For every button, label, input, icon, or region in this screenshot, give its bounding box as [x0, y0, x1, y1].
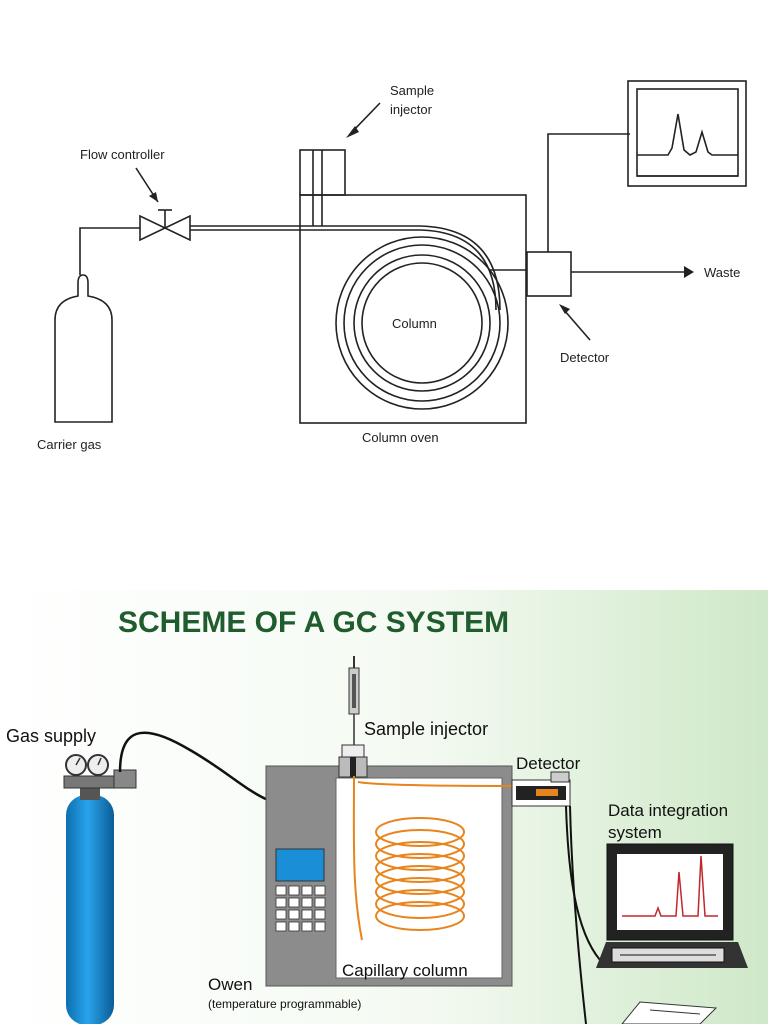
- oven-label: Owen: [208, 975, 252, 994]
- recorder-monitor: [627, 80, 747, 187]
- column-oven-box: [299, 194, 527, 424]
- data-integration-label-l2: system: [608, 823, 662, 842]
- carrier-gas-cylinder: [54, 274, 113, 423]
- gas-line: [79, 227, 140, 275]
- flow-controller-valve: [139, 214, 191, 242]
- signal-line: [547, 133, 630, 252]
- control-keypad: [275, 885, 326, 932]
- carrier-gas-label: Carrier gas: [37, 437, 102, 452]
- temperature-note: (temperature programmable): [208, 997, 361, 1011]
- control-display: [275, 848, 325, 882]
- data-integration-label-l1: Data integration: [608, 801, 728, 820]
- capillary-column-coil: [352, 775, 513, 941]
- chromatogram-trace: [637, 113, 738, 156]
- sample-injector-arrow: [351, 102, 381, 133]
- detector-label: Detector: [560, 350, 610, 365]
- sample-injector-label-l2: injector: [390, 102, 433, 117]
- gc-system-scheme: SCHEME OF A GC SYSTEM: [0, 590, 768, 1024]
- chromatogram-peaks: [622, 855, 718, 917]
- detector-block: [526, 251, 572, 297]
- gas-hose: [118, 731, 269, 802]
- printer-cable: [569, 805, 587, 1024]
- gas-supply-label: Gas supply: [6, 726, 96, 746]
- gc-oven: [265, 765, 513, 987]
- detector-label: Detector: [516, 754, 581, 773]
- column-oven-label: Column oven: [362, 430, 439, 445]
- capillary-column-label: Capillary column: [342, 961, 468, 980]
- sample-injector-label: Sample injector: [364, 719, 488, 739]
- detector-arrow: [563, 309, 591, 341]
- scheme-title: SCHEME OF A GC SYSTEM: [118, 606, 509, 639]
- column-coil: [335, 236, 509, 410]
- syringe: [348, 656, 360, 750]
- gas-cylinder: [63, 754, 137, 1024]
- column-label: Column: [392, 316, 437, 331]
- sample-injector-label-l1: Sample: [390, 83, 434, 98]
- gc-schematic-diagram: Sample injector Flow controller Waste Co…: [37, 80, 747, 452]
- column-inlet-line: [190, 225, 501, 311]
- waste-label: Waste: [704, 265, 740, 280]
- printer: [621, 1001, 718, 1024]
- data-integration-computer: [596, 843, 748, 968]
- detector-unit: [511, 771, 571, 807]
- waste-arrowhead: [684, 266, 694, 278]
- injector-port: [338, 744, 368, 778]
- flow-controller-label: Flow controller: [80, 147, 165, 162]
